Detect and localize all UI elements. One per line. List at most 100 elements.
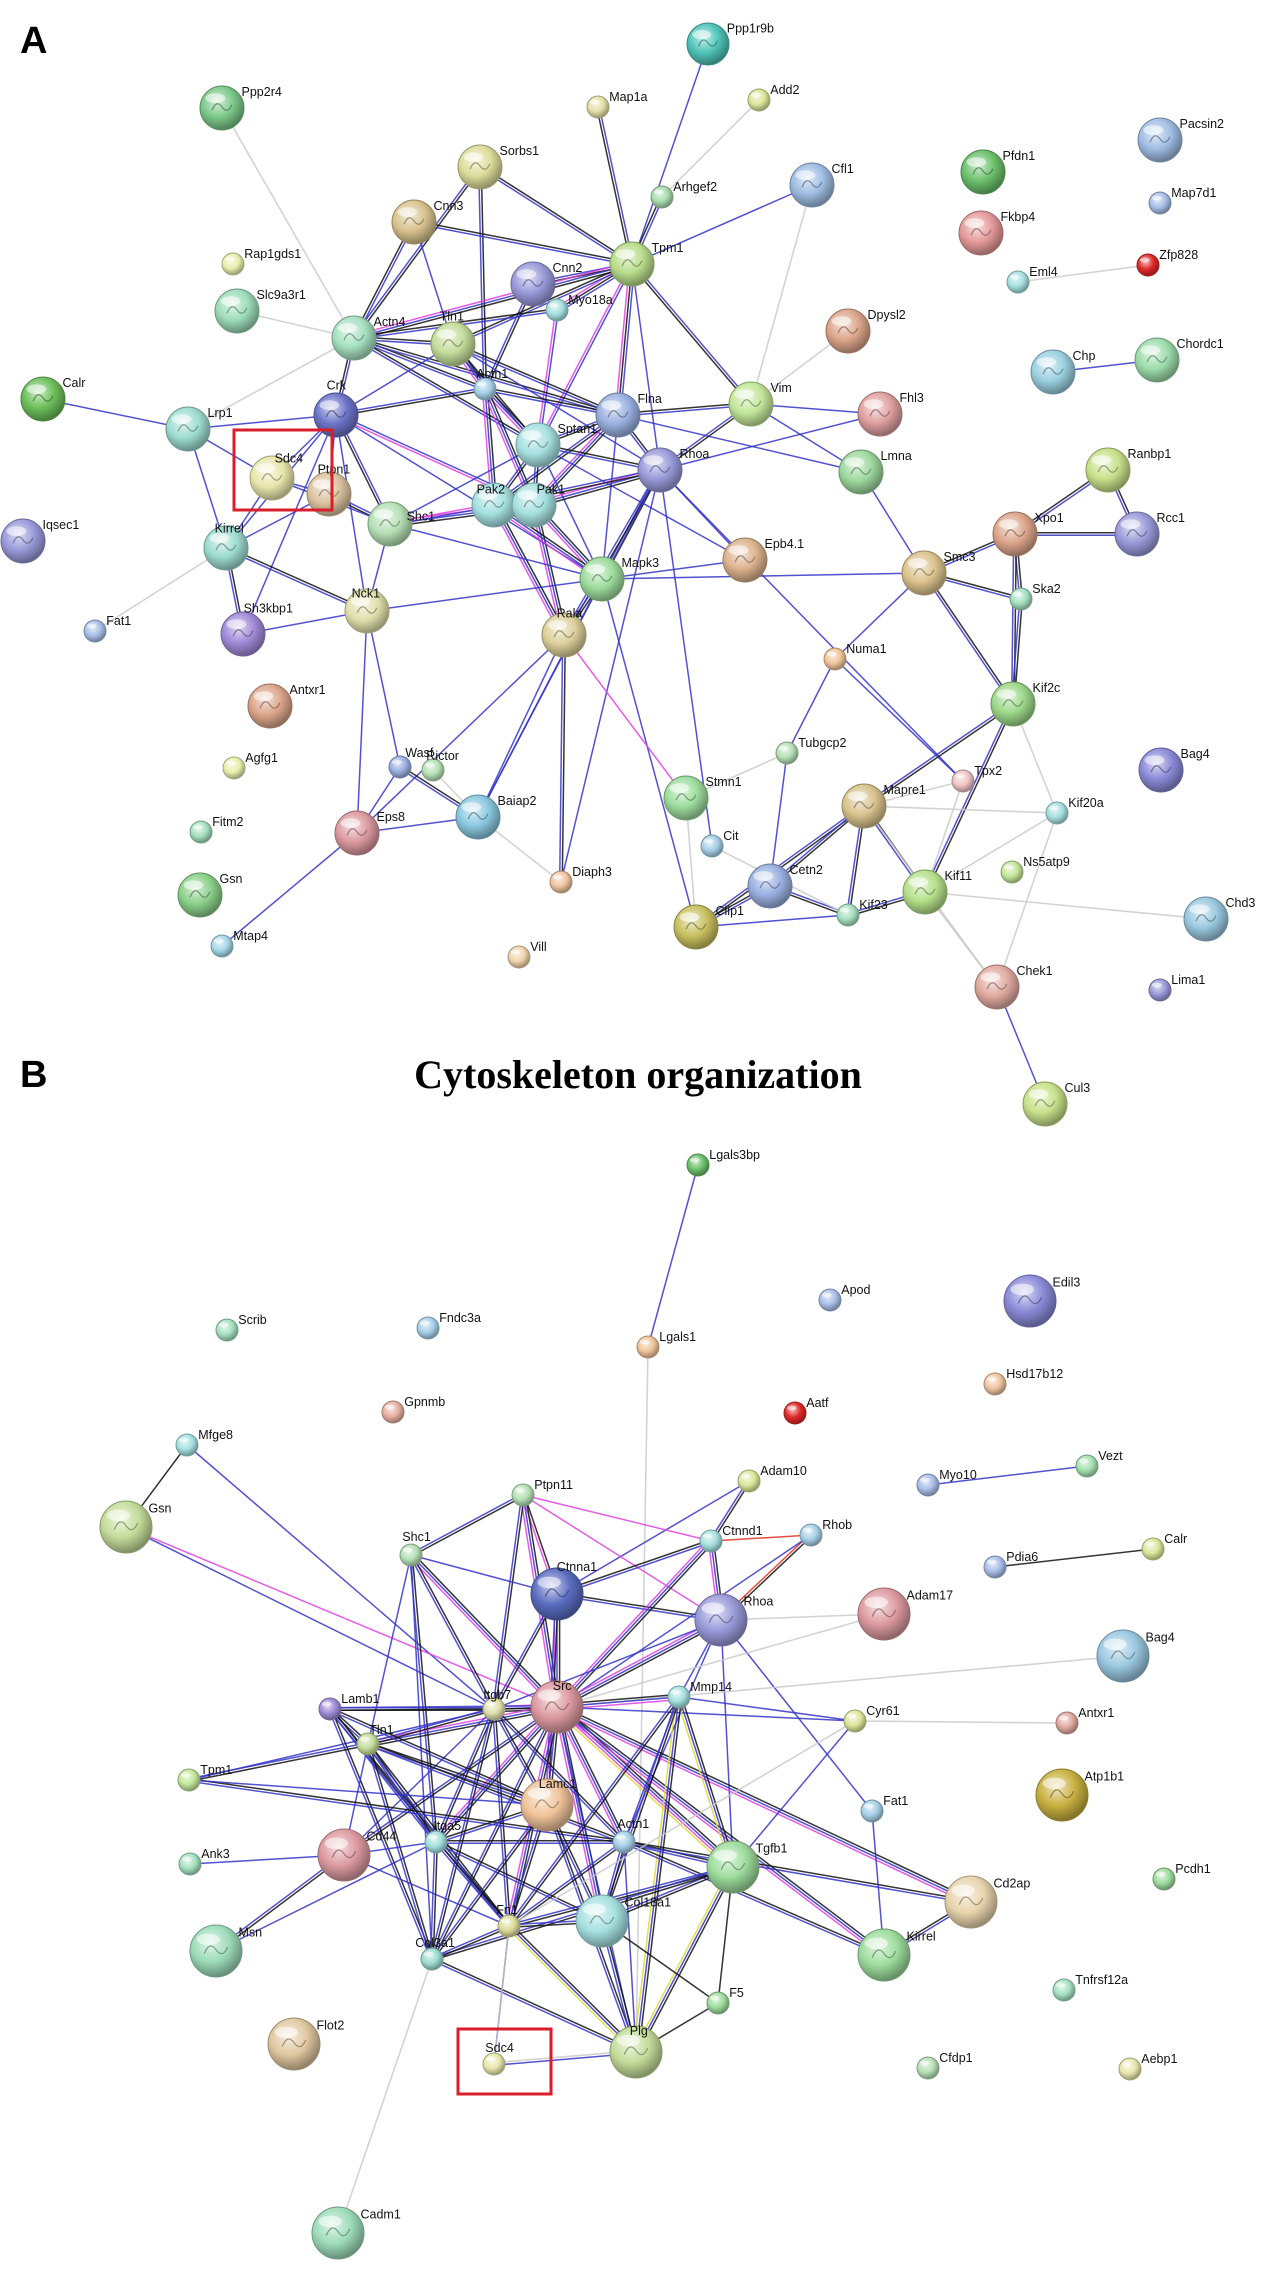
node-sphere: [482, 2052, 506, 2076]
node-label: Pdia6: [1006, 1550, 1038, 1564]
node-highlight: [1144, 1541, 1155, 1547]
node-numa1: Numa1: [823, 642, 887, 671]
node-highlight: [171, 414, 192, 424]
node-rhoa: Rhoa: [637, 447, 709, 493]
node-label: Antxr1: [290, 683, 326, 697]
node-highlight: [196, 1933, 220, 1946]
node-highlight: [1120, 519, 1141, 529]
node-arhgef2: Arhgef2: [650, 180, 717, 209]
node-xpo1: Xpo1: [992, 511, 1064, 557]
edge-mmp14-plg: [635, 1696, 680, 2053]
node-label: Tln1: [440, 309, 464, 323]
node-antxr1: Antxr1: [247, 683, 326, 729]
node-highlight: [821, 1292, 832, 1298]
node-label: Calr: [63, 376, 86, 390]
node-sphere: [189, 1924, 243, 1978]
node-eml4: Eml4: [1006, 265, 1058, 294]
edge-sptan1-shc1: [389, 444, 539, 525]
edge-xpo1-kif2c: [1013, 534, 1018, 705]
protein-structure-glyph: [544, 1701, 570, 1711]
edge-kif11-kif20a: [924, 812, 1058, 893]
node-highlight: [786, 1405, 797, 1411]
node-vezt: Vezt: [1075, 1449, 1123, 1478]
node-label: Fhl3: [900, 391, 924, 405]
node-src: Src: [530, 1679, 584, 1734]
node-iqsec1: Iqsec1: [0, 518, 79, 564]
edge-tpm1-vim: [632, 262, 753, 404]
node-ranbp1: Ranbp1: [1085, 447, 1171, 493]
edge-actn1-crk: [336, 389, 486, 418]
node-highlight: [589, 99, 600, 105]
node-fat1: Fat1: [860, 1794, 908, 1823]
node-sphere: [636, 1335, 660, 1359]
edge-tpm1-flna: [617, 263, 633, 416]
edge-tpm1-rhoa: [631, 263, 661, 471]
edge-myo18a-sptan1: [535, 309, 557, 445]
node-msn: Msn: [189, 1924, 262, 1978]
node-label: Aatf: [806, 1396, 829, 1410]
node-sphere: [1000, 860, 1024, 884]
edge-cd44-msn: [214, 1853, 344, 1951]
node-ppp2r4: Ppp2r4: [199, 85, 282, 131]
node-label: Nck1: [352, 586, 381, 600]
node-adam10: Adam10: [737, 1464, 807, 1493]
protein-structure-glyph: [527, 440, 549, 448]
node-sphere: [178, 1852, 202, 1876]
edge-src-cd44: [344, 1707, 559, 1857]
node-highlight: [514, 1487, 525, 1493]
edge-tgfb1-fn1: [509, 1867, 734, 1928]
node-label: Lgals3bp: [709, 1148, 760, 1162]
node-itga5: Itga5: [424, 1819, 461, 1854]
edge-ptpn11-rhoa: [522, 1494, 722, 1621]
node-sphere: [747, 863, 793, 909]
node-label: Tpm1: [200, 1763, 232, 1777]
node-sphere: [515, 422, 561, 468]
node-sphere: [857, 391, 903, 437]
node-clip1: Clip1: [673, 904, 744, 950]
protein-structure-glyph: [325, 410, 347, 418]
edge-lamb1-col3a1: [328, 1709, 432, 1960]
node-sphere: [841, 783, 887, 829]
node-highlight: [601, 400, 622, 410]
node-label: Calr: [1164, 1532, 1187, 1546]
node-highlight: [615, 1834, 626, 1840]
node-sphere: [0, 518, 46, 564]
node-fhl3: Fhl3: [857, 391, 924, 437]
node-sphere: [381, 1400, 405, 1424]
node-highlight: [703, 838, 714, 844]
node-highlight: [318, 2215, 342, 2228]
node-highlight: [702, 1533, 713, 1539]
edge-kif23-clip1: [695, 914, 849, 928]
edge-ctnnd1-src: [556, 1540, 712, 1708]
edge-calr-pdia6: [994, 1548, 1154, 1568]
edge-eps8-mtap4: [221, 832, 358, 947]
protein-structure-glyph: [1042, 367, 1064, 375]
node-highlight: [255, 463, 276, 473]
edge-shc1-itgb7: [409, 1555, 494, 1710]
edge-epb4.1-sptan1: [537, 444, 746, 561]
node-label: Tln1: [369, 1723, 393, 1737]
edge-mmp14-col18a1: [602, 1697, 681, 1922]
node-highlight: [1151, 195, 1162, 201]
node-actn1: Actn1: [612, 1817, 649, 1854]
node-sphere: [728, 381, 774, 427]
node-sphere: [199, 85, 245, 131]
node-sphere: [901, 550, 947, 596]
node-label: Actn4: [374, 315, 406, 329]
edge-itgb7-tln1: [368, 1709, 495, 1746]
node-lmna: Lmna: [838, 449, 912, 495]
protein-structure-glyph: [871, 1949, 897, 1959]
protein-structure-glyph: [675, 793, 697, 801]
node-map7d1: Map7d1: [1148, 186, 1216, 215]
node-label: Kirrel: [215, 521, 244, 535]
edge-mapk3-epb4.1: [601, 559, 746, 580]
node-sphere: [789, 162, 835, 208]
node-label: Pfdn1: [1003, 149, 1036, 163]
node-highlight: [500, 1918, 511, 1924]
node-kirrel: Kirrel: [857, 1928, 936, 1982]
node-highlight: [1048, 805, 1059, 811]
node-label: Src: [553, 1679, 572, 1693]
edge-tln1-itga5: [366, 1744, 436, 1844]
edge-tln1-tpm1: [188, 1741, 368, 1780]
node-ppp1r9b: Ppp1r9b: [686, 21, 774, 66]
